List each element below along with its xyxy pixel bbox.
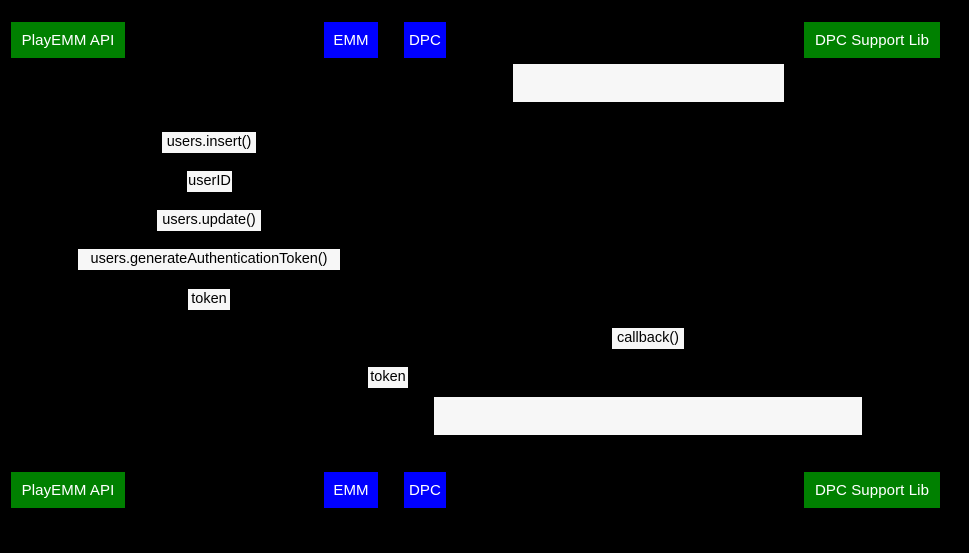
participant-footer-playemm-api-label: PlayEMM API — [21, 481, 115, 499]
message-ensure-working-environment-line-2: .ensureWorkingEnvironment(callback) — [526, 164, 771, 180]
participant-header-emm-label: EMM — [333, 31, 369, 49]
participant-footer-emm-label: EMM — [333, 481, 369, 499]
message-add-android-for-work-account: androidForWorkAccountSupport .addAndroid… — [434, 397, 862, 513]
message-add-android-for-work-account-line-1: androidForWorkAccountSupport — [544, 440, 752, 456]
message-add-android-for-work-account-line-2: .addAndroidForWorkAccount(token, account… — [454, 497, 842, 513]
participant-footer-dpc-support-lib[interactable]: DPC Support Lib — [804, 472, 940, 508]
participant-header-playemm-api[interactable]: PlayEMM API — [11, 22, 125, 58]
sequence-diagram-canvas: PlayEMM API EMM DPC DPC Support Lib andr… — [11, 22, 940, 513]
message-user-id-label: userID — [188, 172, 231, 189]
message-token-to-dpc: token — [368, 367, 408, 388]
message-ensure-working-environment-line-1: androidForWorkAccountSupport — [545, 107, 752, 123]
message-user-id: userID — [187, 171, 232, 192]
message-users-update: users.update() — [157, 210, 261, 231]
lifeline-dpc-support-lib — [872, 58, 873, 472]
participant-header-dpc-label: DPC — [409, 31, 441, 49]
message-users-generate-authentication-token: users.generateAuthenticationToken() — [78, 249, 340, 270]
message-token-to-emm: token — [188, 289, 230, 310]
participant-header-dpc[interactable]: DPC — [404, 22, 446, 58]
participant-footer-dpc[interactable]: DPC — [404, 472, 446, 508]
message-callback-label: callback() — [616, 329, 680, 346]
message-users-insert: users.insert() — [162, 132, 256, 153]
message-users-generate-authentication-token-label: users.generateAuthenticationToken() — [90, 250, 328, 267]
lifeline-dpc — [425, 58, 426, 472]
lifeline-emm — [351, 58, 352, 472]
lifeline-playemm-api — [68, 58, 69, 472]
participant-footer-dpc-label: DPC — [409, 481, 441, 499]
message-users-insert-label: users.insert() — [166, 133, 252, 150]
participant-header-playemm-api-label: PlayEMM API — [21, 31, 115, 49]
message-token-to-dpc-label: token — [370, 368, 406, 385]
participant-footer-dpc-support-lib-label: DPC Support Lib — [814, 481, 930, 499]
message-token-to-emm-label: token — [191, 290, 227, 307]
participant-footer-playemm-api[interactable]: PlayEMM API — [11, 472, 125, 508]
participant-header-emm[interactable]: EMM — [324, 22, 378, 58]
participant-header-dpc-support-lib-label: DPC Support Lib — [814, 31, 930, 49]
participant-header-dpc-support-lib[interactable]: DPC Support Lib — [804, 22, 940, 58]
message-ensure-working-environment: androidForWorkAccountSupport .ensureWork… — [513, 64, 784, 180]
message-users-update-label: users.update() — [162, 211, 256, 228]
message-callback: callback() — [612, 328, 684, 349]
participant-footer-emm[interactable]: EMM — [324, 472, 378, 508]
